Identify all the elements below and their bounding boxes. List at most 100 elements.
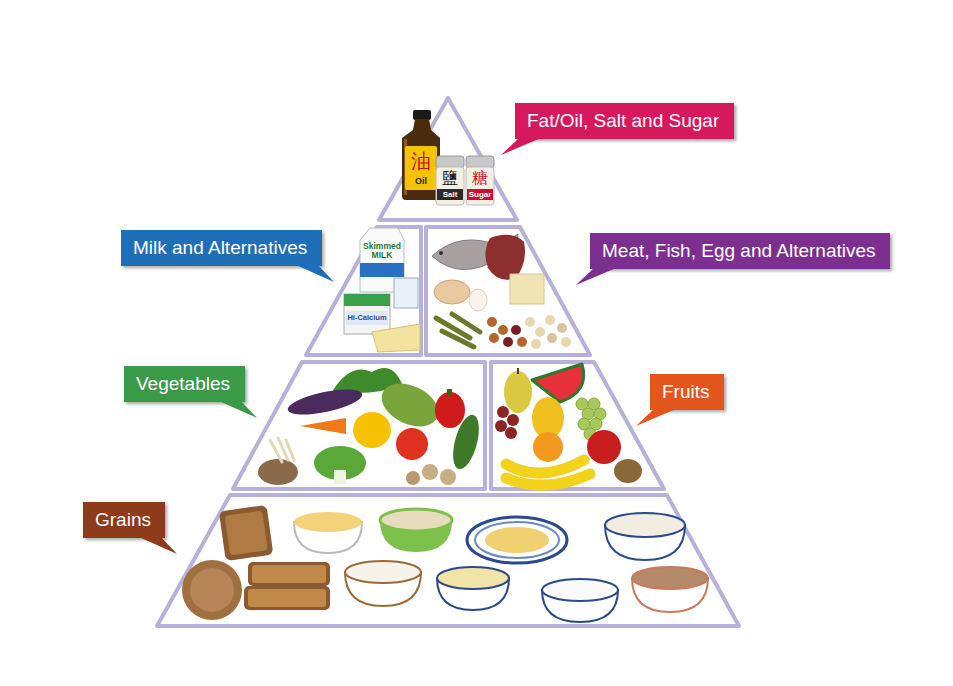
bananas xyxy=(506,460,590,485)
mushroom xyxy=(422,464,438,480)
brown-rice-bowl xyxy=(632,567,708,612)
callout-tail xyxy=(515,103,516,104)
callout-tail xyxy=(636,409,676,426)
toast xyxy=(219,505,273,561)
callout-tail xyxy=(501,138,541,155)
noodle-bowl xyxy=(437,567,509,589)
package-label: Sugar xyxy=(469,190,492,199)
mushroom xyxy=(440,469,456,485)
red-pepper xyxy=(435,392,465,428)
toast xyxy=(219,505,273,561)
milk-cell xyxy=(306,227,421,355)
callout-tail xyxy=(124,366,125,367)
watermelon-slice xyxy=(532,364,584,402)
oil-bottle xyxy=(405,146,437,190)
lychees xyxy=(495,420,507,432)
green-beans xyxy=(436,314,480,347)
choy-stalk xyxy=(334,470,346,484)
bread-bun xyxy=(182,560,242,620)
package-label: Skimmed MILK xyxy=(360,242,404,261)
macaroni-bowl xyxy=(294,512,362,532)
apple xyxy=(587,430,621,464)
lychees xyxy=(495,406,519,439)
mushroom xyxy=(406,471,420,485)
callout-box: Fat/Oil, Salt and Sugar xyxy=(515,103,734,139)
callout-label: Meat, Fish, Egg and Alternatives xyxy=(590,233,890,269)
taro xyxy=(258,459,298,485)
enoki-mushrooms xyxy=(286,440,294,460)
grain-cell xyxy=(157,495,739,626)
pyramid-cells xyxy=(157,98,739,626)
pear-stem xyxy=(517,368,519,374)
sugar-shaker xyxy=(467,189,493,200)
chicken-leg xyxy=(434,280,470,304)
vegetables xyxy=(258,368,484,485)
rice-noodle-bowl xyxy=(345,561,421,583)
package-label: Hi-Calcium xyxy=(347,314,386,322)
nuts-and-beans xyxy=(487,317,497,327)
bread-slices xyxy=(248,589,326,607)
meat-cell xyxy=(426,227,590,355)
nuts-and-beans xyxy=(561,337,571,347)
nuts-and-beans xyxy=(545,315,555,325)
package-label: Salt xyxy=(443,190,458,199)
oatmeal-bowl xyxy=(380,509,452,531)
spaghetti-plate xyxy=(467,517,567,563)
salt-shaker xyxy=(436,156,464,168)
vegetable-cell xyxy=(233,362,485,489)
fruit-cell xyxy=(491,362,664,489)
nuts-and-beans xyxy=(503,337,513,347)
macaroni-bowl xyxy=(294,512,362,553)
callout-box: Fruits xyxy=(650,374,724,410)
oatmeal-bowl xyxy=(380,509,452,552)
callout-label: Vegetables xyxy=(124,366,245,402)
nuts-and-beans xyxy=(547,333,557,343)
bananas xyxy=(506,474,590,485)
noodle-bowl xyxy=(437,567,509,610)
callout-box: Grains xyxy=(83,502,165,538)
carrot xyxy=(300,418,346,434)
bananas xyxy=(506,460,584,473)
callout-tail xyxy=(139,537,177,554)
nuts-and-beans xyxy=(498,325,508,335)
kiwi xyxy=(614,459,642,483)
nuts-and-beans xyxy=(531,339,541,349)
soy-milk-top xyxy=(344,294,390,306)
callout-tail xyxy=(121,230,122,231)
bread-slices xyxy=(244,562,330,610)
red-meat xyxy=(485,235,525,280)
milk-products xyxy=(344,228,420,352)
egg xyxy=(469,289,487,311)
yellow-pepper xyxy=(353,412,391,448)
nuts-and-beans xyxy=(511,325,521,335)
oil-bottle xyxy=(402,119,440,200)
nuts-and-beans xyxy=(535,327,545,337)
callout-box: Milk and Alternatives xyxy=(121,230,322,266)
orange xyxy=(533,432,563,462)
package-label: Oil xyxy=(415,177,427,187)
salt-shaker xyxy=(436,167,464,205)
salt-shaker xyxy=(437,189,463,200)
callout-tail xyxy=(576,268,616,285)
callout-label: Milk and Alternatives xyxy=(121,230,322,266)
bread-slices xyxy=(244,586,330,610)
nuts-and-beans xyxy=(525,317,535,327)
sugar-shaker xyxy=(466,167,494,205)
bun-seeds xyxy=(190,568,234,612)
eggplant xyxy=(286,384,364,419)
callout-tail xyxy=(296,265,334,282)
top-tier-cell xyxy=(379,98,517,220)
callout-label: Grains xyxy=(83,502,165,538)
green-beans xyxy=(442,331,474,347)
brown-rice-bowl xyxy=(632,567,708,589)
callout-tail xyxy=(219,401,257,418)
oil-bottle xyxy=(402,110,440,200)
cheese-slice xyxy=(372,324,420,352)
lychees xyxy=(505,427,517,439)
package-label: 糖 xyxy=(472,169,488,187)
spaghetti-plate xyxy=(485,527,549,553)
fruits xyxy=(495,364,642,485)
bread-slices xyxy=(252,565,326,583)
